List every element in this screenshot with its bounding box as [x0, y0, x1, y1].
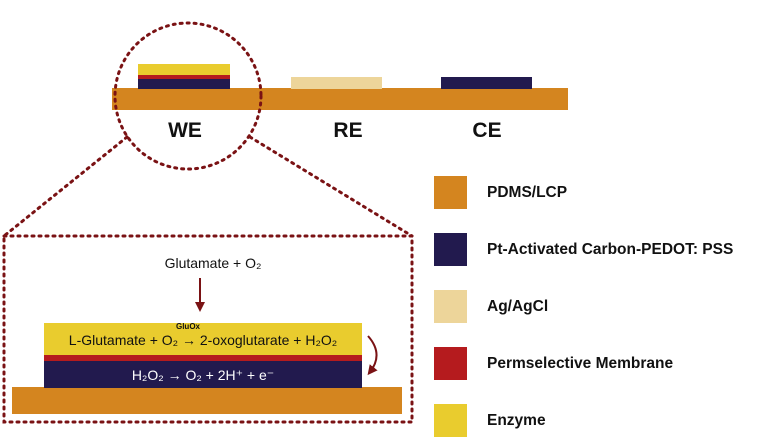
legend-label: Pt-Activated Carbon-PEDOT: PSS	[487, 240, 734, 258]
enzyme-label: GluOx	[176, 322, 201, 331]
legend-item: Permselective Membrane	[434, 347, 764, 380]
legend-label: PDMS/LCP	[487, 183, 568, 201]
legend-swatch	[434, 233, 467, 266]
legend-item: Ag/AgCl	[434, 290, 764, 323]
zoom-substrate	[12, 387, 402, 414]
zoom-line-left	[2, 135, 129, 238]
zoom-box	[2, 234, 414, 424]
legend-swatch	[434, 176, 467, 209]
ce-carbon-layer	[441, 77, 532, 89]
legend-swatch	[434, 290, 467, 323]
legend-swatch	[434, 347, 467, 380]
we-enzyme-layer	[138, 64, 230, 75]
legend-item: PDMS/LCP	[434, 176, 764, 209]
we-carbon-layer	[138, 79, 230, 89]
curved-arrow	[367, 335, 378, 376]
ce-label: CE	[472, 119, 501, 142]
legend-label: Enzyme	[487, 411, 546, 429]
legend-item: Pt-Activated Carbon-PEDOT: PSS	[434, 233, 764, 266]
legend-item: Enzyme	[434, 404, 764, 437]
legend: PDMS/LCP Pt-Activated Carbon-PEDOT: PSS Ag…	[434, 176, 764, 437]
zoom-line-right	[248, 135, 414, 238]
legend-label: Ag/AgCl	[487, 297, 549, 315]
zoom-carbon-layer	[44, 361, 362, 388]
legend-swatch	[434, 404, 467, 437]
substrate-top	[112, 88, 568, 110]
enzyme-layer-equation: L-Glutamate + O₂ → 2-oxoglutarate + H₂O₂	[69, 332, 337, 348]
re-label: RE	[333, 119, 362, 142]
legend-label: Permselective Membrane	[487, 354, 674, 372]
re-agcl-layer	[291, 77, 382, 89]
zoom-enzyme-layer	[44, 323, 362, 355]
zoom-membrane-layer	[44, 355, 362, 361]
magnifier-circle	[113, 21, 263, 171]
we-membrane-layer	[138, 75, 230, 79]
sensor-diagram: WE RE CE Glutamate + O₂ GluOx L-Glutamat…	[2, 21, 568, 424]
input-reaction-text: Glutamate + O₂	[165, 255, 262, 271]
we-label: WE	[168, 119, 202, 142]
electrode-equation: H₂O₂ → O₂ + 2H⁺ + e⁻	[132, 367, 274, 383]
